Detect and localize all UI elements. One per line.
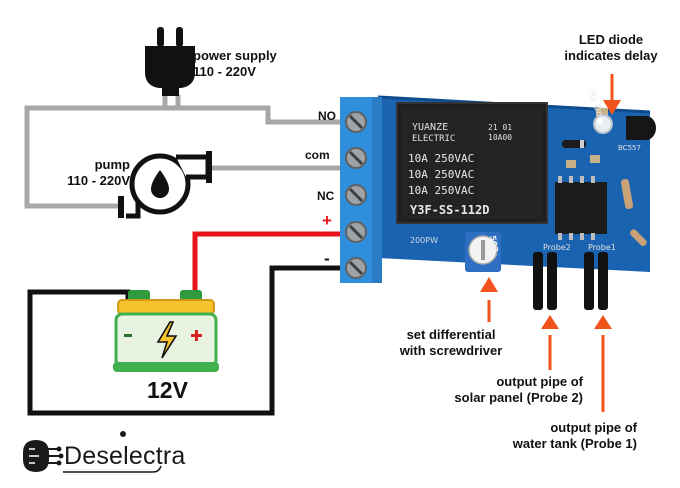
relay-code-text: 21 01 <box>488 123 512 132</box>
pot-print-label: 200PW <box>410 236 438 245</box>
label-led-line1: LED diode <box>578 32 644 47</box>
wire-red-positive <box>192 231 352 295</box>
label-pump: pump 110 - 220V <box>67 157 130 189</box>
transistor <box>626 116 656 140</box>
label-led-diode: LED diode indicates delay <box>564 32 657 64</box>
relay-rating-3: 10A 250VAC <box>408 184 474 197</box>
terminal-label-com: com <box>305 148 330 162</box>
label-probe-2: output pipe of solar panel (Probe 2) <box>454 374 583 406</box>
label-solar-line1: output pipe of <box>496 374 583 389</box>
wire-black-battery <box>27 289 131 305</box>
label-pump-line1: pump <box>94 157 130 172</box>
probe1-print-text: Probe1 <box>588 243 616 252</box>
label-led-line2: indicates delay <box>564 48 658 63</box>
label-tank-line1: output pipe of <box>550 420 637 435</box>
relay-brand2-text: ELECTRIC <box>412 134 455 144</box>
power-plug-icon <box>145 27 195 96</box>
terminal-label-minus: - <box>324 249 330 268</box>
relay-brand-text: YUANZE <box>412 122 448 133</box>
relay-rating-1: 10A 250VAC <box>408 152 474 165</box>
terminal-label-plus: + <box>322 211 332 230</box>
pot-value-text: 502 <box>488 235 500 253</box>
battery-voltage-label: 12V <box>147 377 188 403</box>
relay-model-text: Y3F-SS-112D <box>410 203 489 217</box>
label-power-supply-line2: 110 - 220V <box>193 64 256 79</box>
probe-2-wires <box>533 252 557 310</box>
transistor-print-text: BC557 <box>618 144 641 152</box>
probe2-print-text: Probe2 <box>543 243 571 252</box>
battery-icon <box>113 290 219 372</box>
deselectra-logo-icon <box>23 431 162 473</box>
label-set-differential: set differential with screwdriver <box>400 327 503 359</box>
pump-icon <box>118 151 212 219</box>
label-tank-line2: water tank (Probe 1) <box>512 436 637 451</box>
terminal-label-nc: NC <box>317 189 335 203</box>
brand-name: Deselectra <box>64 442 186 470</box>
wire-black-negative <box>27 265 352 416</box>
relay-rating-2: 10A 250VAC <box>408 168 474 181</box>
callout-arrows <box>480 74 621 412</box>
relay-code2-text: 10A00 <box>488 133 512 142</box>
label-power-supply: power supply 110 - 220V <box>193 48 277 80</box>
label-probe-1: output pipe of water tank (Probe 1) <box>513 420 637 452</box>
wire-power-to-no <box>162 95 352 125</box>
label-power-supply-line1: power supply <box>193 48 277 63</box>
label-solar-line2: solar panel (Probe 2) <box>454 390 583 405</box>
label-pump-line2: 110 - 220V <box>67 173 130 188</box>
relay-board: YUANZE ELECTRIC 21 01 10A00 10A 250VAC 1… <box>377 90 656 272</box>
probe-1-wires <box>584 252 608 310</box>
wire-power-to-pump <box>24 95 181 209</box>
label-differential-line2: with screwdriver <box>399 343 503 358</box>
terminal-block <box>340 97 382 283</box>
terminal-label-no: NO <box>318 109 336 123</box>
label-differential-line1: set differential <box>406 327 496 342</box>
